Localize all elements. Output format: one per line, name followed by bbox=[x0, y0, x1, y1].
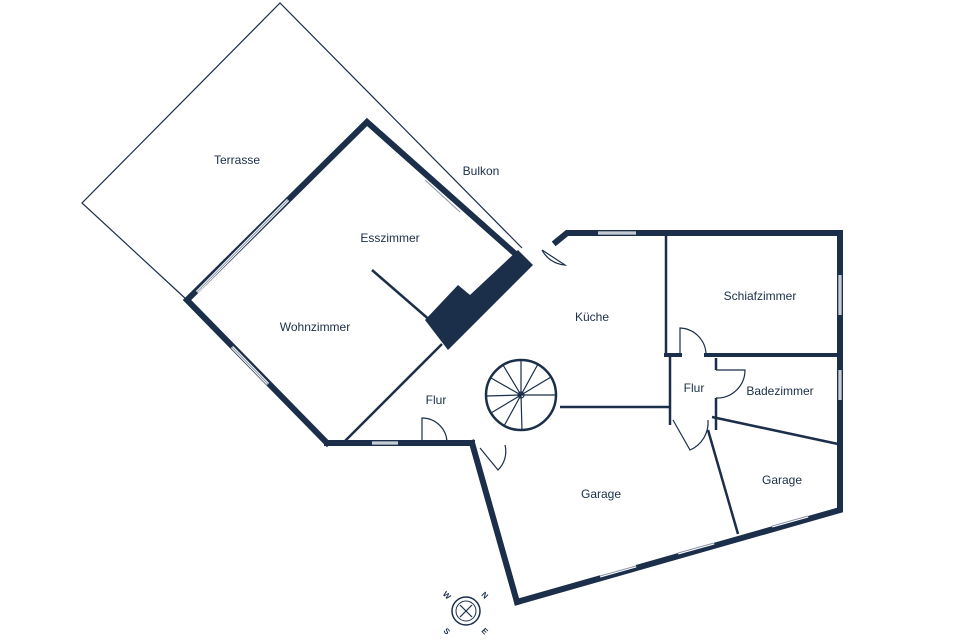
compass-w: W bbox=[441, 589, 453, 601]
compass-n: N bbox=[479, 590, 490, 601]
room-label-badezimmer: Badezimmer bbox=[746, 384, 813, 398]
compass-s: S bbox=[442, 626, 453, 637]
walls-right-wing bbox=[513, 230, 843, 606]
room-label-esszimmer: Esszimmer bbox=[360, 231, 419, 245]
room-label-garage-large: Garage bbox=[581, 487, 621, 501]
room-label-wohnzimmer: Wohnzimmer bbox=[280, 320, 350, 334]
room-label-kueche: Küche bbox=[575, 310, 609, 324]
compass-icon: N E S W bbox=[441, 589, 490, 636]
room-label-schiafzimmer: Schiafzimmer bbox=[724, 289, 797, 303]
compass-e: E bbox=[480, 626, 491, 637]
windows-right-wing bbox=[598, 231, 842, 578]
room-label-garage-small: Garage bbox=[762, 473, 802, 487]
room-label-flur-right: Flur bbox=[684, 381, 705, 395]
terrace-outline bbox=[81, 2, 523, 301]
room-label-bulkon: Bulkon bbox=[463, 164, 500, 178]
spiral-staircase bbox=[484, 358, 558, 432]
doors bbox=[421, 249, 746, 471]
room-label-flur-left: Flur bbox=[426, 393, 447, 407]
walls-left-wing bbox=[182, 117, 533, 606]
chimney bbox=[425, 250, 533, 350]
room-label-terrasse: Terrasse bbox=[214, 153, 260, 167]
windows-left-wing bbox=[195, 178, 462, 445]
